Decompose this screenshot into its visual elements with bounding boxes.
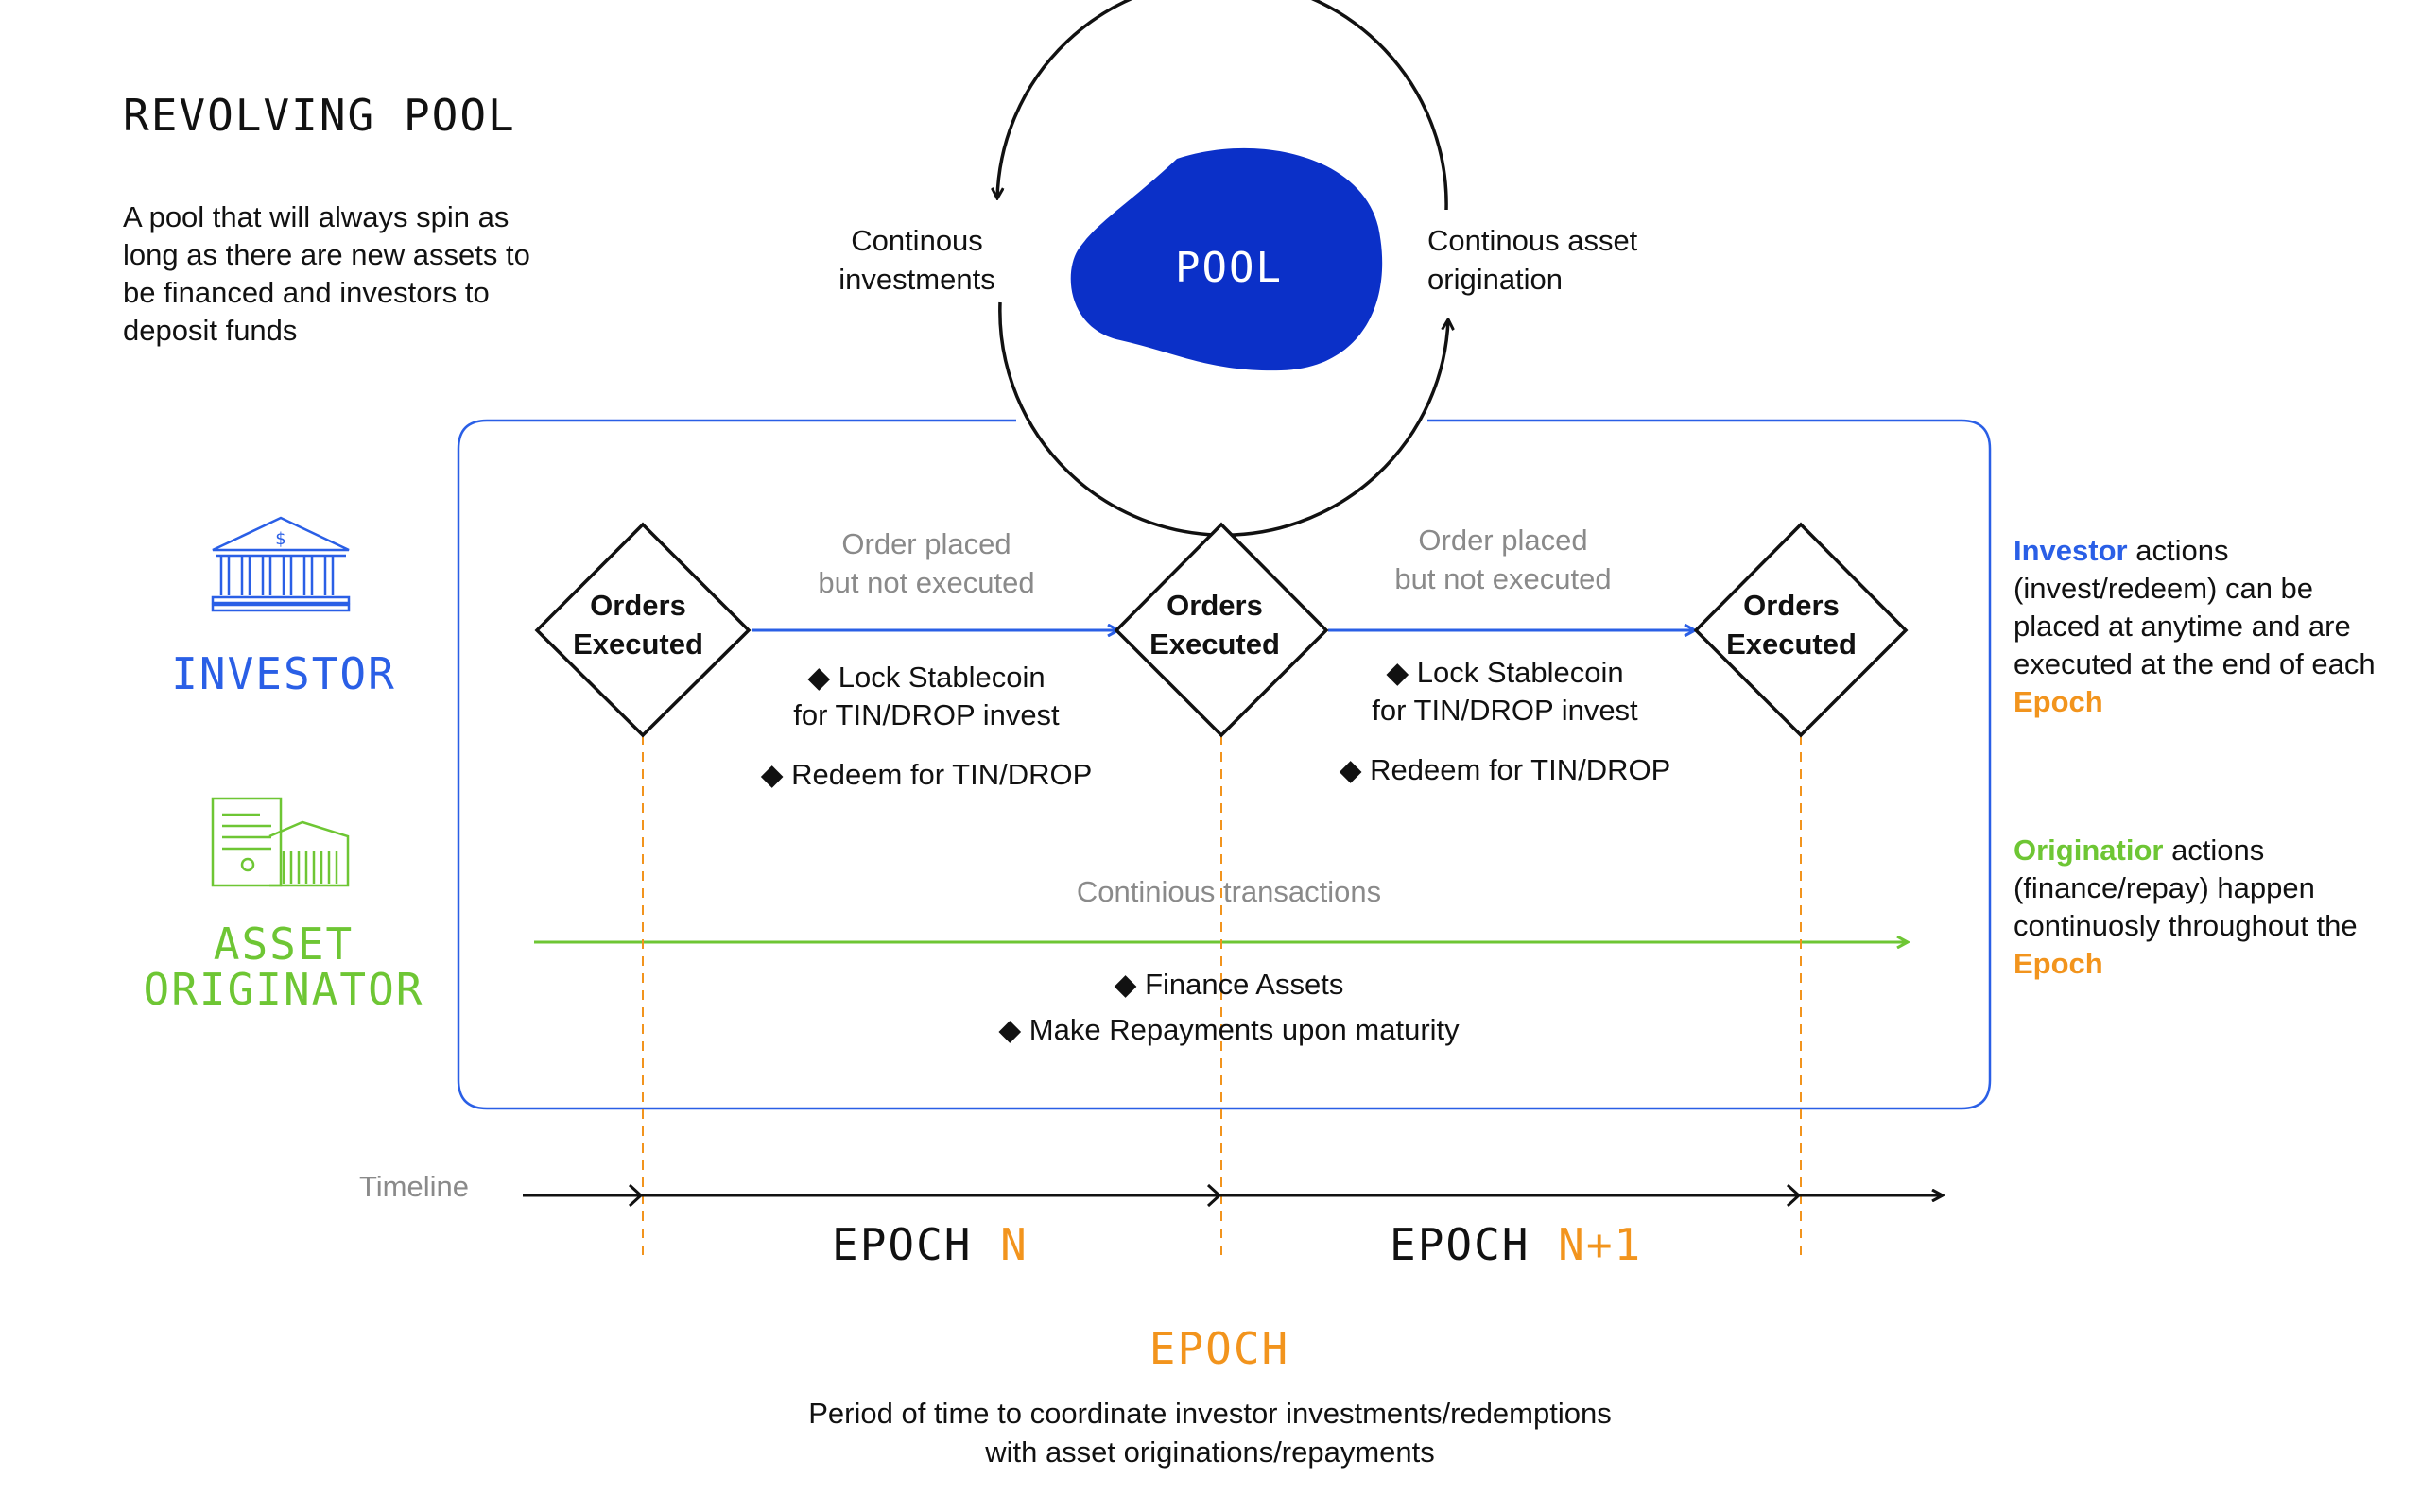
orders-executed-label-1: Orders Executed: [544, 586, 733, 663]
orders-executed-diamond-3: [1693, 522, 1909, 738]
continuous-investments-label: Continous investments: [808, 221, 1026, 299]
page-title: REVOLVING POOL: [123, 90, 516, 141]
orders-executed-diamond-2: [1114, 522, 1329, 738]
order-placed-line-2: but not executed: [818, 566, 1035, 599]
order-placed-line-1: Order placed: [1418, 524, 1588, 557]
pool-blob: [1070, 147, 1383, 371]
timeline-label: Timeline: [359, 1170, 469, 1203]
cycle-arrow-top: [997, 0, 1448, 211]
continuous-transactions-label: Continious transactions: [1076, 875, 1382, 908]
timeline-tick-1: [628, 1183, 644, 1208]
investor-note-text: actions (invest/redeem) can be placed at…: [2014, 534, 2376, 680]
investor-label: INVESTOR: [171, 648, 396, 699]
orders-executed-line-1: Orders: [590, 589, 686, 622]
asset-originator-label: ASSET ORIGINATOR: [104, 921, 463, 1012]
epoch-n-label: EPOCH N: [832, 1219, 1028, 1270]
orders-executed-diamond-1: [534, 522, 752, 738]
continuous-origination-line-2: origination: [1427, 263, 1564, 296]
continuous-investments-line-1: Continous: [851, 224, 983, 257]
orders-executed-label-3: Orders Executed: [1697, 586, 1886, 663]
asset-originator-line-2: ORIGINATOR: [143, 964, 424, 1015]
timeline-tick-3: [1786, 1183, 1802, 1208]
orders-executed-line-2: Executed: [1150, 627, 1280, 661]
lock-stablecoin-item-1: ◆ Lock Stablecoin for TIN/DROP invest: [756, 659, 1097, 734]
lock-stablecoin-item-2: ◆ Lock Stablecoin for TIN/DROP invest: [1335, 654, 1675, 730]
continuous-origination-label: Continous asset origination: [1427, 221, 1730, 299]
lock-stablecoin-line-1: ◆ Lock Stablecoin: [807, 661, 1046, 694]
epoch-definition-line-1: Period of time to coordinate investor in…: [808, 1397, 1612, 1430]
orders-executed-label-2: Orders Executed: [1120, 586, 1309, 663]
investor-note-epoch: Epoch: [2014, 685, 2103, 718]
originator-note-keyword: Originatior: [2014, 833, 2164, 867]
investor-note: Investor actions (invest/redeem) can be …: [2014, 532, 2392, 721]
lock-stablecoin-line-2: for TIN/DROP invest: [793, 698, 1060, 731]
redeem-item-2: ◆ Redeem for TIN/DROP: [1339, 753, 1671, 786]
bank-icon: $: [211, 516, 351, 612]
epoch-n-value: N: [1000, 1219, 1028, 1270]
originator-note-text: actions (finance/repay) happen continuos…: [2014, 833, 2358, 942]
originator-note: Originatior actions (finance/repay) happ…: [2014, 832, 2392, 983]
pool-label: POOL: [1175, 244, 1283, 292]
orders-executed-line-2: Executed: [1726, 627, 1857, 661]
orders-executed-line-1: Orders: [1167, 589, 1263, 622]
epoch-definition-text: Period of time to coordinate investor in…: [737, 1394, 1683, 1471]
epoch-n1-label: EPOCH N+1: [1390, 1219, 1642, 1270]
make-repayments-item: ◆ Make Repayments upon maturity: [998, 1013, 1460, 1046]
order-placed-label-1: Order placed but not executed: [785, 524, 1068, 602]
epoch-definition-line-2: with asset originations/repayments: [985, 1435, 1435, 1469]
investor-note-keyword: Investor: [2014, 534, 2128, 567]
order-placed-label-2: Order placed but not executed: [1361, 521, 1645, 598]
order-placed-line-2: but not executed: [1394, 562, 1612, 595]
finance-assets-item: ◆ Finance Assets: [1114, 968, 1344, 1001]
asset-document-building-icon: [211, 797, 350, 887]
epoch-n1-value: N+1: [1558, 1219, 1643, 1270]
orders-executed-line-1: Orders: [1743, 589, 1840, 622]
continuous-origination-line-1: Continous asset: [1427, 224, 1638, 257]
timeline-tick-2: [1206, 1183, 1222, 1208]
svg-text:$: $: [275, 529, 285, 549]
orders-executed-line-2: Executed: [573, 627, 703, 661]
order-placed-line-1: Order placed: [841, 527, 1011, 560]
lock-stablecoin-line-2: for TIN/DROP invest: [1372, 694, 1638, 727]
asset-originator-line-1: ASSET: [213, 919, 354, 970]
lock-stablecoin-line-1: ◆ Lock Stablecoin: [1386, 656, 1624, 689]
redeem-item-1: ◆ Redeem for TIN/DROP: [760, 758, 1093, 791]
epoch-word: EPOCH: [832, 1219, 1001, 1270]
continuous-investments-line-2: investments: [838, 263, 995, 296]
epoch-frame: [457, 419, 1992, 1110]
pool-description: A pool that will always spin as long as …: [123, 200, 530, 347]
epoch-word: EPOCH: [1390, 1219, 1559, 1270]
epoch-definition-title: EPOCH: [1149, 1323, 1290, 1374]
originator-note-epoch: Epoch: [2014, 947, 2103, 980]
